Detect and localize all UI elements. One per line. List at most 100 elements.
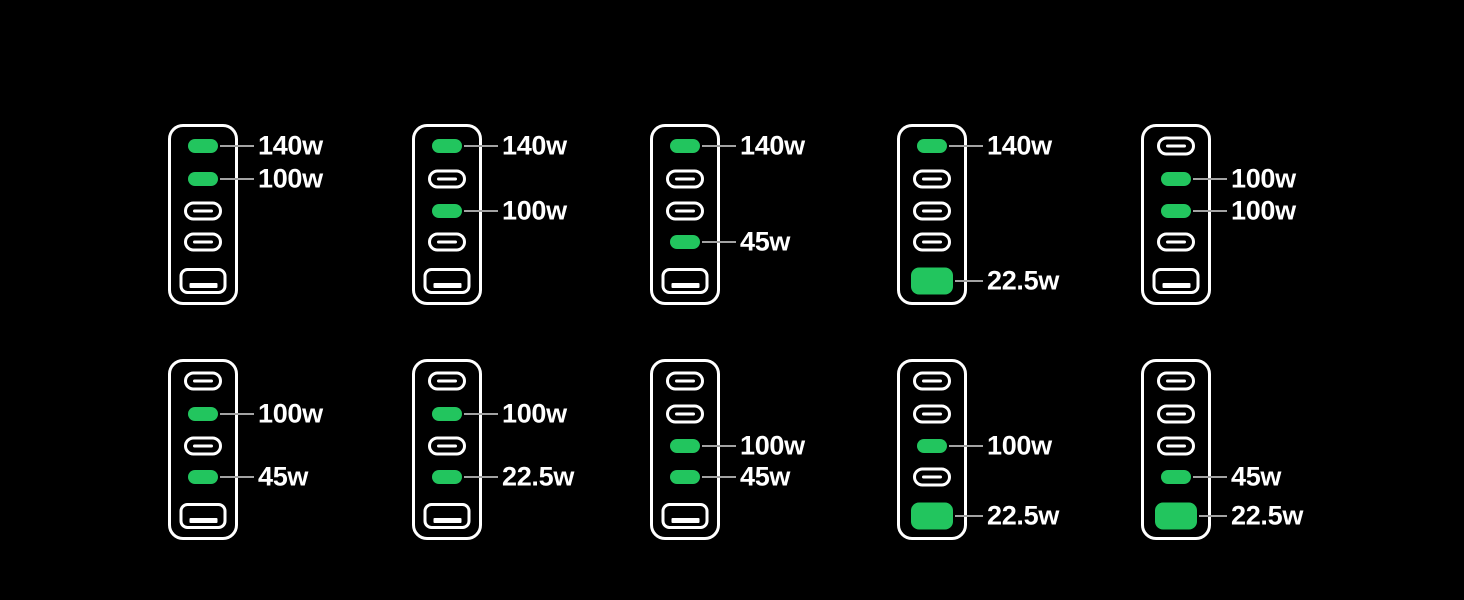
leader-line <box>464 210 498 212</box>
usb-a-port-icon <box>1152 268 1200 294</box>
charger-outline <box>1141 124 1211 305</box>
port-pin-icon <box>1166 144 1186 148</box>
usb-c-port-icon <box>670 470 700 484</box>
leader-line <box>464 145 498 147</box>
charger-outline <box>412 359 482 540</box>
port-pin-icon <box>675 209 695 213</box>
port-pin-icon <box>1162 283 1190 288</box>
usb-c-port-icon <box>188 172 218 186</box>
wattage-label: 100w <box>502 398 567 429</box>
leader-line <box>1193 178 1227 180</box>
usb-a-port-icon <box>1155 502 1197 530</box>
port-pin-icon <box>193 240 213 244</box>
usb-c-port-icon <box>913 169 951 189</box>
usb-a-port-icon <box>911 267 953 295</box>
leader-line <box>220 178 254 180</box>
leader-line <box>702 476 736 478</box>
port-pin-icon <box>433 518 461 523</box>
charger-unit: 100w 22.5w <box>897 359 1059 540</box>
charger-outline <box>650 124 720 305</box>
charger-outline <box>897 124 967 305</box>
port-pin-icon <box>437 240 457 244</box>
usb-a-port-icon <box>179 268 227 294</box>
wattage-label: 100w <box>258 398 323 429</box>
usb-c-port-icon <box>184 201 222 221</box>
port-pin-icon <box>437 379 457 383</box>
usb-c-port-icon <box>1157 371 1195 391</box>
wattage-label: 22.5w <box>987 500 1060 531</box>
charger-outline <box>897 359 967 540</box>
leader-line <box>702 445 736 447</box>
port-pin-icon <box>193 209 213 213</box>
usb-c-port-icon <box>184 436 222 456</box>
port-pin-icon <box>1166 240 1186 244</box>
usb-c-port-icon <box>913 404 951 424</box>
wattage-label: 22.5w <box>1231 500 1304 531</box>
usb-c-port-icon <box>666 371 704 391</box>
usb-c-port-icon <box>917 139 947 153</box>
leader-line <box>220 476 254 478</box>
wattage-label: 140w <box>258 130 323 161</box>
usb-a-port-icon <box>179 503 227 529</box>
usb-c-port-icon <box>1157 232 1195 252</box>
port-pin-icon <box>675 177 695 181</box>
usb-c-port-icon <box>1161 172 1191 186</box>
usb-c-port-icon <box>913 371 951 391</box>
usb-c-port-icon <box>428 169 466 189</box>
usb-c-port-icon <box>428 436 466 456</box>
leader-line <box>949 445 983 447</box>
usb-c-port-icon <box>670 439 700 453</box>
port-pin-icon <box>1166 379 1186 383</box>
charger-unit: 100w 45w <box>168 359 323 540</box>
leader-line <box>702 145 736 147</box>
usb-c-port-icon <box>432 139 462 153</box>
port-pin-icon <box>922 379 942 383</box>
leader-line <box>1199 515 1227 517</box>
usb-c-port-icon <box>432 407 462 421</box>
port-pin-icon <box>922 209 942 213</box>
usb-c-port-icon <box>913 232 951 252</box>
usb-a-port-icon <box>423 268 471 294</box>
port-pin-icon <box>922 412 942 416</box>
usb-c-port-icon <box>188 407 218 421</box>
usb-c-port-icon <box>1157 136 1195 156</box>
wattage-label: 45w <box>1231 461 1282 492</box>
leader-line <box>949 145 983 147</box>
port-pin-icon <box>433 283 461 288</box>
port-pin-icon <box>193 379 213 383</box>
port-pin-icon <box>922 240 942 244</box>
wattage-label: 100w <box>987 430 1052 461</box>
port-pin-icon <box>675 412 695 416</box>
wattage-label: 100w <box>258 163 323 194</box>
leader-line <box>955 280 983 282</box>
port-pin-icon <box>1166 412 1186 416</box>
leader-line <box>464 413 498 415</box>
wattage-label: 45w <box>258 461 309 492</box>
wattage-label: 100w <box>1231 163 1296 194</box>
wattage-label: 45w <box>740 461 791 492</box>
leader-line <box>955 515 983 517</box>
usb-c-port-icon <box>670 235 700 249</box>
port-pin-icon <box>922 177 942 181</box>
wattage-label: 100w <box>1231 195 1296 226</box>
usb-c-port-icon <box>432 204 462 218</box>
usb-c-port-icon <box>428 371 466 391</box>
charger-outline <box>168 359 238 540</box>
wattage-label: 140w <box>740 130 805 161</box>
usb-c-port-icon <box>184 371 222 391</box>
charger-unit: 45w 22.5w <box>1141 359 1303 540</box>
usb-c-port-icon <box>666 169 704 189</box>
usb-c-port-icon <box>428 232 466 252</box>
port-pin-icon <box>189 283 217 288</box>
wattage-label: 140w <box>987 130 1052 161</box>
leader-line <box>464 476 498 478</box>
usb-c-port-icon <box>188 139 218 153</box>
port-pin-icon <box>671 518 699 523</box>
usb-c-port-icon <box>666 404 704 424</box>
port-pin-icon <box>437 177 457 181</box>
